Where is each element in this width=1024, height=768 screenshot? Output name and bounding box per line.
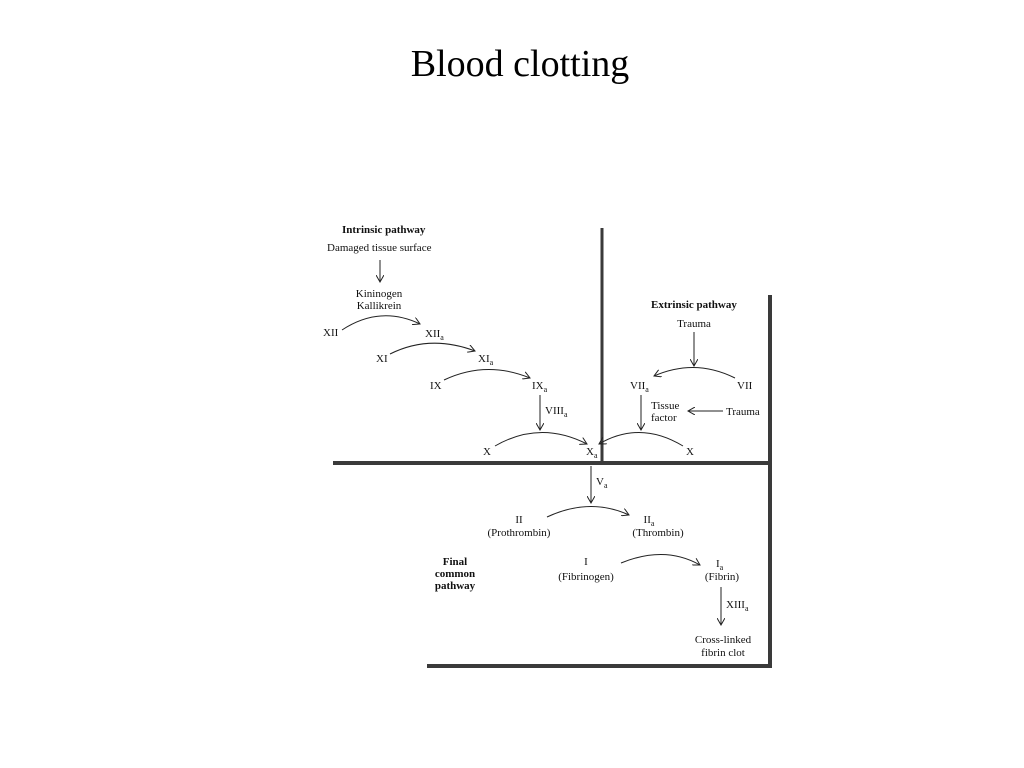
slide-title: Blood clotting <box>410 43 630 85</box>
extrinsic-pathway-heading: Extrinsic pathway <box>651 299 737 311</box>
xi-activation-arc <box>389 342 475 355</box>
factor-viia-label: VIIa <box>630 380 649 394</box>
trauma-side-label: Trauma <box>726 406 760 418</box>
tissue-factor-label-2: factor <box>651 412 677 424</box>
intrinsic-pathway-heading: Intrinsic pathway <box>342 224 426 236</box>
factor-va-label: Va <box>596 476 608 490</box>
trauma-top-label: Trauma <box>677 318 711 330</box>
cross-linked-clot-label-2: fibrin clot <box>701 647 745 659</box>
factor-vii-label: VII <box>737 380 753 392</box>
kininogen-label: Kininogen <box>356 288 403 300</box>
factor-xia-label: XIa <box>478 353 494 367</box>
prothrombin-activation-arc <box>546 506 629 518</box>
vii-activation-arc <box>654 367 736 379</box>
factor-xiia-label: XIIa <box>425 328 444 342</box>
thrombin-label: (Thrombin) <box>632 527 684 539</box>
final-common-pathway-label-3: pathway <box>435 580 476 592</box>
intrinsic-x-activation-arc <box>494 432 587 447</box>
final-common-pathway-label-2: common <box>435 568 475 580</box>
fibrin-label: (Fibrin) <box>705 571 740 583</box>
factor-ia-label: Ia <box>716 558 724 572</box>
extrinsic-factor-x-label: X <box>686 446 694 458</box>
final-common-pathway-label-1: Final <box>443 556 467 568</box>
cross-linked-clot-label-1: Cross-linked <box>695 634 752 646</box>
factor-i-label: I <box>584 556 588 568</box>
extrinsic-x-activation-arc <box>599 432 684 447</box>
factor-ix-label: IX <box>430 380 442 392</box>
factor-xi-label: XI <box>376 353 388 365</box>
damaged-tissue-label: Damaged tissue surface <box>327 242 432 254</box>
factor-ixa-label: IXa <box>532 380 548 394</box>
xii-activation-arc <box>341 315 420 331</box>
ix-activation-arc <box>443 369 530 381</box>
intrinsic-factor-x-label: X <box>483 446 491 458</box>
factor-xii-label: XII <box>323 327 339 339</box>
prothrombin-label: (Prothrombin) <box>488 527 551 539</box>
fibrinogen-label: (Fibrinogen) <box>558 571 614 583</box>
tissue-factor-label-1: Tissue <box>651 400 679 412</box>
factor-xa-label: Xa <box>586 446 598 460</box>
factor-ii-label: II <box>515 514 523 526</box>
fibrinogen-activation-arc <box>620 554 700 565</box>
factor-xiiia-label: XIIIa <box>726 599 749 613</box>
factor-iia-label: IIa <box>644 514 655 528</box>
kallikrein-label: Kallikrein <box>357 300 402 312</box>
factor-viiia-label: VIIIa <box>545 405 568 419</box>
